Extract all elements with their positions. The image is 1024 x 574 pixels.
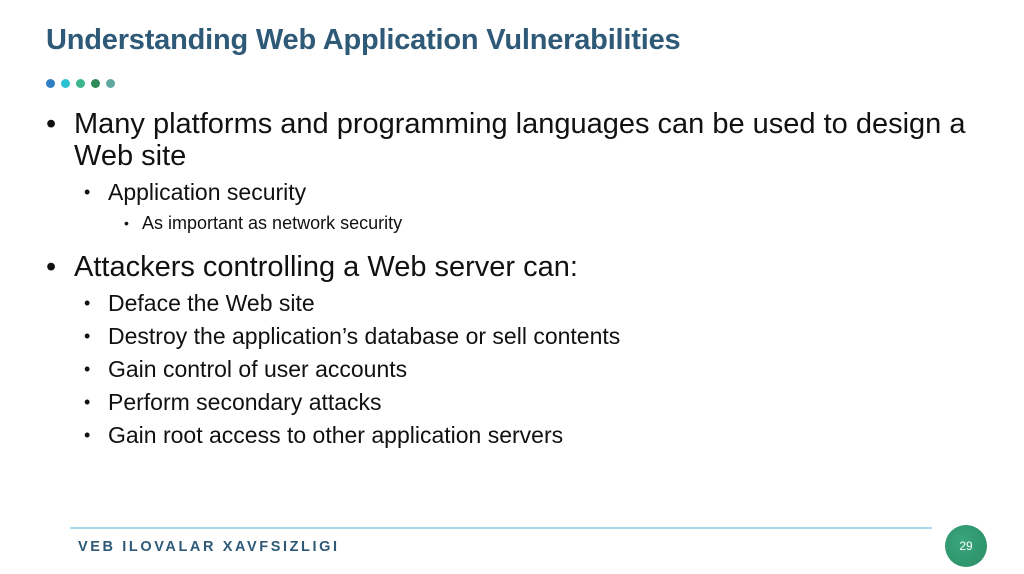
footer-title: VEB ILOVALAR XAVFSIZLIGI bbox=[78, 539, 340, 555]
dot-icon bbox=[91, 79, 100, 88]
page-number-badge: 29 bbox=[945, 525, 987, 567]
dot-icon bbox=[76, 79, 85, 88]
slide-title: Understanding Web Application Vulnerabil… bbox=[46, 24, 681, 56]
bullet-level1: Attackers controlling a Web server can: bbox=[46, 251, 986, 283]
bullet-level2: Destroy the application’s database or se… bbox=[46, 320, 986, 353]
bullet-level2: Application security bbox=[46, 176, 986, 209]
bullet-level1: Many platforms and programming languages… bbox=[46, 108, 986, 172]
bullet-level2: Perform secondary attacks bbox=[46, 386, 986, 419]
footer-divider bbox=[70, 527, 932, 529]
dot-icon bbox=[61, 79, 70, 88]
bullet-level2: Gain control of user accounts bbox=[46, 353, 986, 386]
dot-icon bbox=[106, 79, 115, 88]
slide-body: Many platforms and programming languages… bbox=[46, 108, 986, 452]
decorative-dots bbox=[46, 79, 115, 88]
dot-icon bbox=[46, 79, 55, 88]
bullet-level2: Gain root access to other application se… bbox=[46, 419, 986, 452]
bullet-level3: As important as network security bbox=[46, 209, 986, 237]
bullet-level2: Deface the Web site bbox=[46, 287, 986, 320]
